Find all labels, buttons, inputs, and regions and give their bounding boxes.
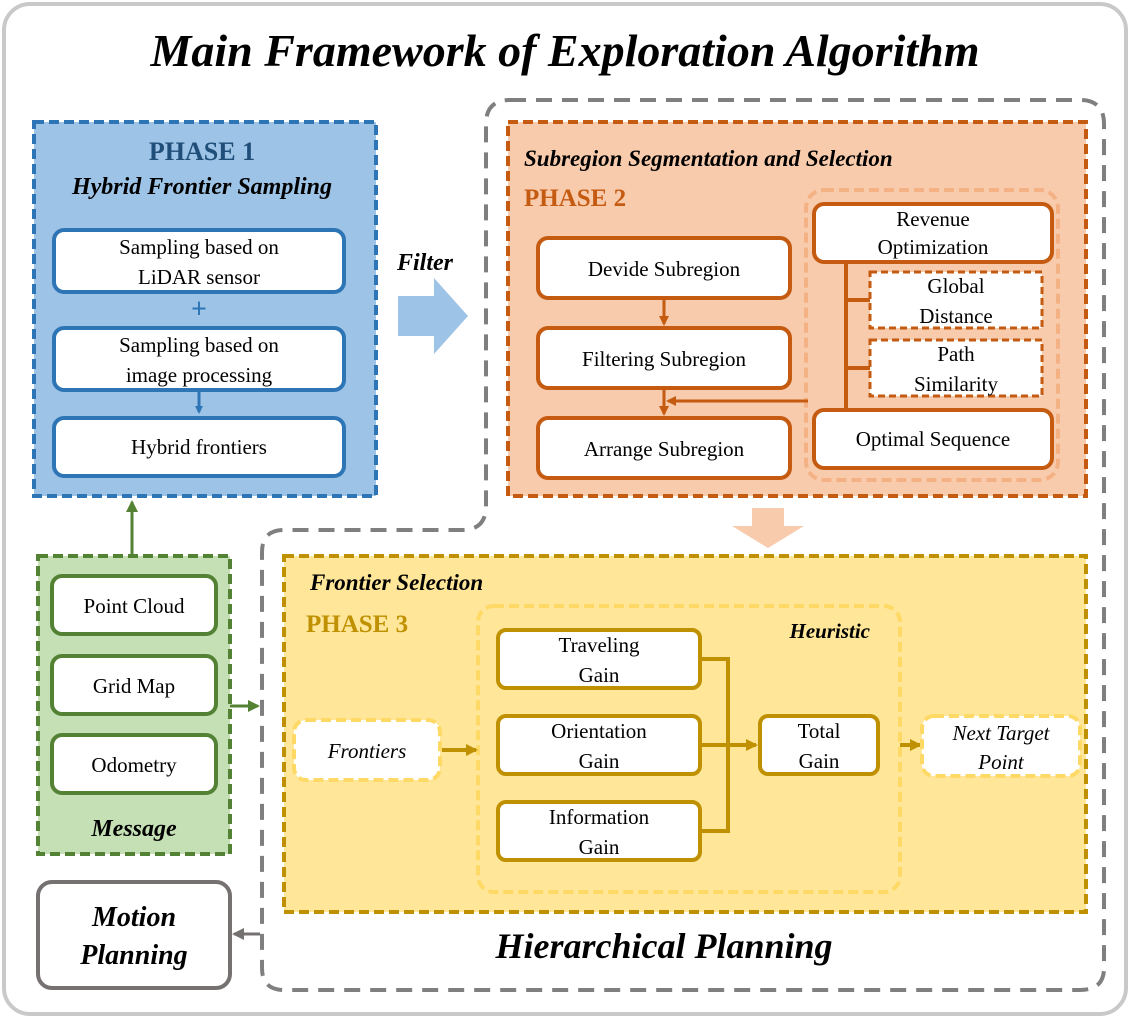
hybrid-frontiers-label: Hybrid frontiers bbox=[131, 435, 267, 459]
lidar-sampling-line2: LiDAR sensor bbox=[138, 265, 260, 289]
frontiers-box bbox=[292, 718, 442, 782]
traveling-gain-line1: Traveling bbox=[559, 633, 640, 657]
point-cloud-label: Point Cloud bbox=[84, 594, 185, 618]
motion-planning-line2: Planning bbox=[79, 940, 187, 971]
traveling-gain-line2: Gain bbox=[579, 663, 620, 687]
revenue-optimization-box bbox=[812, 202, 1054, 264]
motion-planning-line1: Motion bbox=[91, 902, 176, 933]
lidar-sampling-line1: Sampling based on bbox=[119, 235, 279, 259]
revenue-optimization-line1: Revenue bbox=[896, 207, 969, 231]
heuristic-label: Heuristic bbox=[788, 619, 870, 643]
heuristic-group bbox=[476, 604, 902, 894]
grid-map-box bbox=[50, 654, 218, 716]
phase3-label: PHASE 3 bbox=[306, 611, 408, 638]
orientation-gain-line1: Orientation bbox=[551, 719, 647, 743]
next-target-line1: Next Target bbox=[951, 721, 1050, 745]
global-distance-box bbox=[868, 270, 1044, 330]
hybrid-frontiers-box bbox=[52, 416, 346, 478]
phase2-label: PHASE 2 bbox=[524, 185, 626, 212]
frontiers-label: Frontiers bbox=[327, 739, 407, 763]
image-sampling-box bbox=[52, 326, 346, 392]
arrange-subregion-label: Arrange Subregion bbox=[584, 437, 745, 461]
point-cloud-box bbox=[50, 574, 218, 636]
main-title: Main Framework of Exploration Algorithm bbox=[149, 25, 979, 76]
global-distance-line2: Distance bbox=[919, 304, 992, 328]
total-gain-box bbox=[758, 714, 880, 776]
arrange-subregion-box bbox=[536, 416, 792, 480]
optimal-sequence-box bbox=[812, 408, 1054, 470]
devide-subregion-box bbox=[536, 236, 792, 300]
filtering-subregion-box bbox=[536, 326, 792, 390]
traveling-gain-box bbox=[496, 628, 702, 690]
phase1-title: Hybrid Frontier Sampling bbox=[71, 174, 332, 200]
devide-subregion-label: Devide Subregion bbox=[588, 257, 741, 281]
phase3-title: Frontier Selection bbox=[309, 570, 483, 595]
phase2-to-phase3-arrow bbox=[732, 508, 804, 548]
phase1-label: PHASE 1 bbox=[149, 137, 255, 166]
orientation-gain-line2: Gain bbox=[579, 749, 620, 773]
information-to-total-connector bbox=[702, 745, 730, 833]
next-target-box bbox=[920, 714, 1082, 778]
image-sampling-line1: Sampling based on bbox=[119, 333, 279, 357]
next-target-line2: Point bbox=[977, 750, 1025, 774]
global-distance-line1: Global bbox=[927, 274, 984, 298]
traveling-to-total-connector bbox=[702, 657, 730, 745]
information-gain-box bbox=[496, 800, 702, 862]
phase2-title: Subregion Segmentation and Selection bbox=[524, 146, 893, 171]
path-similarity-box bbox=[868, 338, 1044, 398]
path-similarity-line1: Path bbox=[937, 342, 975, 366]
plus-sign: + bbox=[191, 294, 207, 325]
message-label: Message bbox=[90, 816, 177, 842]
optimal-sequence-label: Optimal Sequence bbox=[856, 427, 1011, 451]
filter-label: Filter bbox=[396, 250, 454, 276]
grid-map-label: Grid Map bbox=[93, 674, 175, 698]
odometry-box bbox=[50, 733, 218, 795]
filter-arrow bbox=[398, 278, 468, 354]
information-gain-line2: Gain bbox=[579, 835, 620, 859]
total-gain-line2: Gain bbox=[799, 749, 840, 773]
hierarchical-planning-region bbox=[260, 98, 1106, 992]
image-sampling-line2: image processing bbox=[126, 363, 273, 387]
motion-planning-box bbox=[36, 880, 232, 990]
path-similarity-line2: Similarity bbox=[914, 372, 999, 396]
hierarchical-planning-label: Hierarchical Planning bbox=[494, 926, 832, 966]
orientation-gain-box bbox=[496, 714, 702, 776]
lidar-sampling-box bbox=[52, 228, 346, 294]
odometry-label: Odometry bbox=[91, 753, 177, 777]
revenue-optimization-line2: Optimization bbox=[878, 235, 989, 259]
total-gain-line1: Total bbox=[798, 719, 841, 743]
information-gain-line1: Information bbox=[549, 805, 650, 829]
filtering-subregion-label: Filtering Subregion bbox=[582, 347, 746, 371]
optimization-group bbox=[804, 188, 1060, 482]
